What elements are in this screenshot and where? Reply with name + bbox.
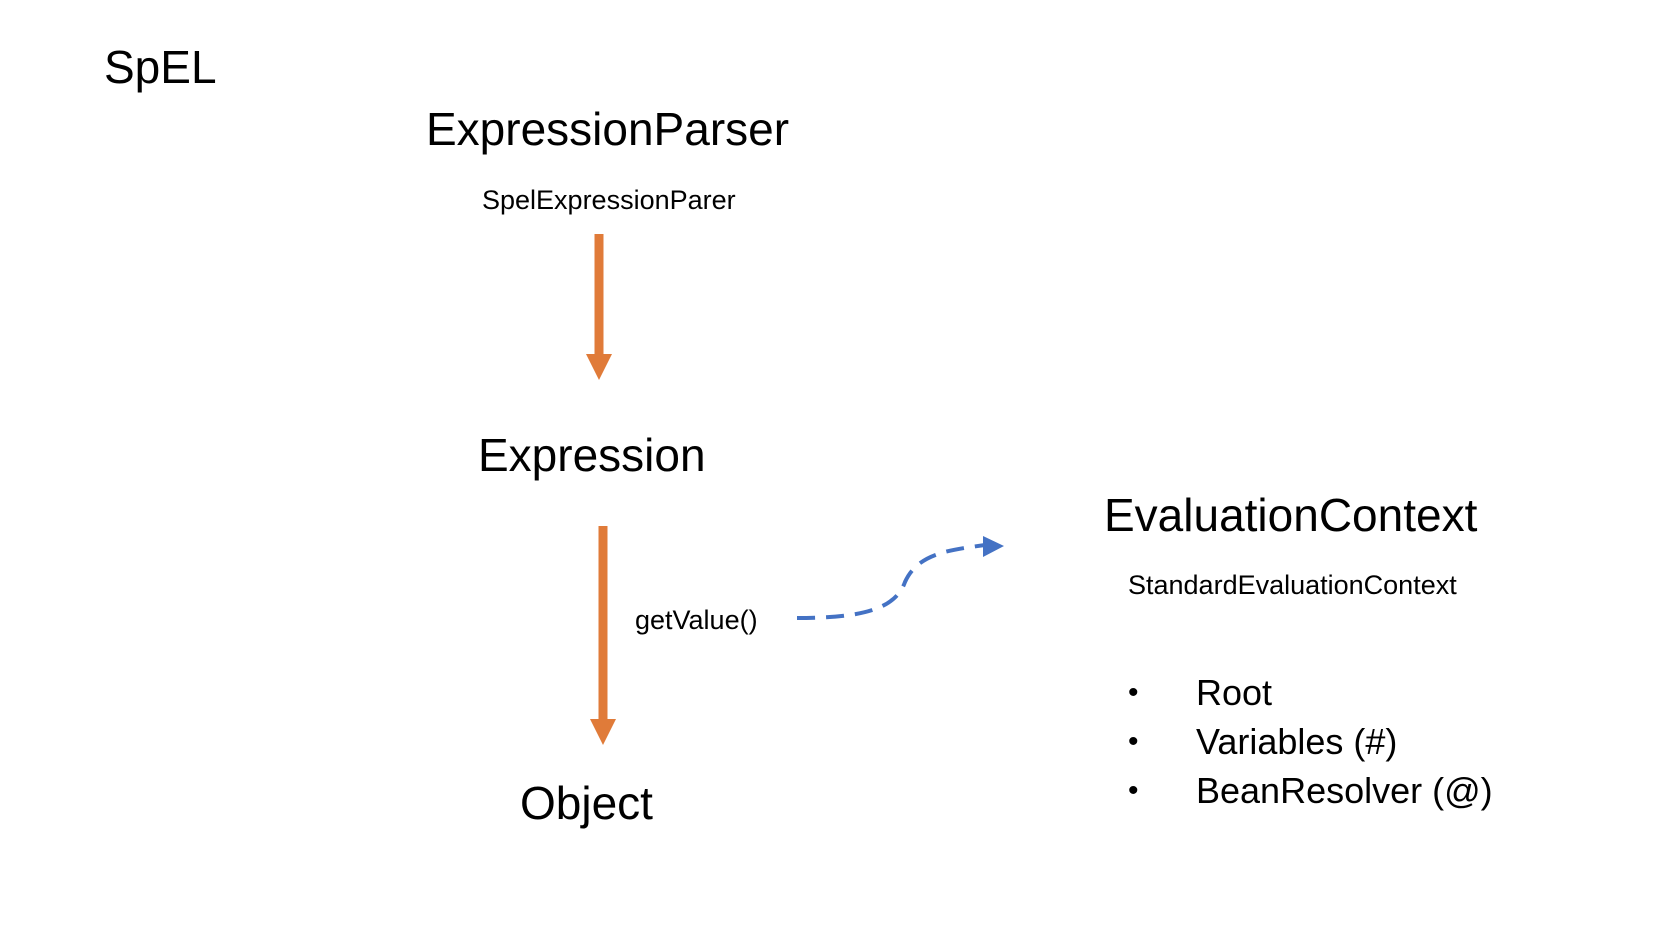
expression-parser-title: ExpressionParser <box>426 103 790 155</box>
get-value-to-context-arrow-head <box>983 536 1004 557</box>
expression-label: Expression <box>478 429 706 481</box>
expression-to-object-arrow-head <box>590 719 616 745</box>
evaluation-context-implementation: StandardEvaluationContext <box>1128 570 1457 600</box>
bullet-icon: • <box>1128 774 1139 807</box>
get-value-method-label: getValue() <box>635 605 758 635</box>
feature-variables: Variables (#) <box>1196 721 1398 762</box>
get-value-to-context-arrow <box>796 536 1004 620</box>
feature-root: Root <box>1196 672 1273 713</box>
expression-to-object-arrow <box>590 526 616 745</box>
bullet-icon: • <box>1128 725 1139 758</box>
get-value-to-context-dashed-curve <box>796 543 986 620</box>
parser-to-expression-arrow <box>586 234 612 380</box>
parser-to-expression-arrow-head <box>586 354 612 380</box>
bullet-icon: • <box>1128 676 1139 709</box>
slide-title: SpEL <box>104 41 217 93</box>
expression-parser-implementation: SpelExpressionParer <box>482 185 736 215</box>
object-label: Object <box>520 777 653 829</box>
evaluation-context-title: EvaluationContext <box>1104 489 1478 541</box>
feature-bean-resolver: BeanResolver (@) <box>1196 770 1493 811</box>
